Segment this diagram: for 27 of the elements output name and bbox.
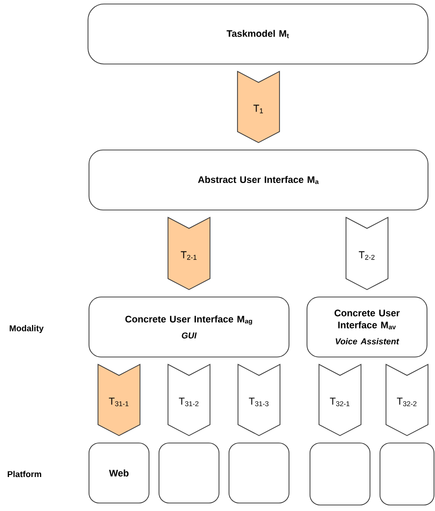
chevron-arrow (168, 216, 210, 290)
rounded-box: Abstract User Interface M$_{a}$ (88, 150, 428, 210)
rounded-box: Web (88, 442, 150, 504)
row-label: Modality (10, 325, 44, 333)
rounded-box (158, 442, 220, 504)
rounded-box: Taskmodel M$_{t}$ (88, 4, 428, 64)
rounded-box (228, 442, 290, 504)
chevron-arrow (237, 70, 280, 144)
edge-label: T$_{2-2}$ (358, 250, 376, 261)
row-label: Platform (8, 470, 42, 478)
chevron-arrow (168, 364, 210, 436)
chevron-arrow (98, 364, 140, 436)
edge-label: T$_{32-2}$ (396, 396, 418, 408)
rounded-box (310, 442, 370, 506)
chevron-arrow (386, 364, 428, 436)
edge-label: T$_{1}$ (252, 104, 265, 114)
chevron-arrow (346, 216, 388, 290)
edge-label: T$_{31-3}$ (248, 396, 270, 408)
edge-label: T$_{31-1}$ (108, 396, 130, 408)
edge-label: T$_{31-2}$ (178, 396, 200, 408)
rounded-box (380, 442, 434, 506)
edge-label: T$_{2-1}$ (180, 250, 198, 261)
rounded-box: Concrete User Interface M$_{ag}$ GUI (88, 296, 290, 358)
chevron-arrow (238, 364, 280, 436)
rounded-box: Concrete User Interface M$_{av}$ Voice Assistent (306, 296, 428, 358)
chevron-arrow (318, 364, 362, 436)
edge-label: T$_{32-1}$ (328, 396, 352, 408)
